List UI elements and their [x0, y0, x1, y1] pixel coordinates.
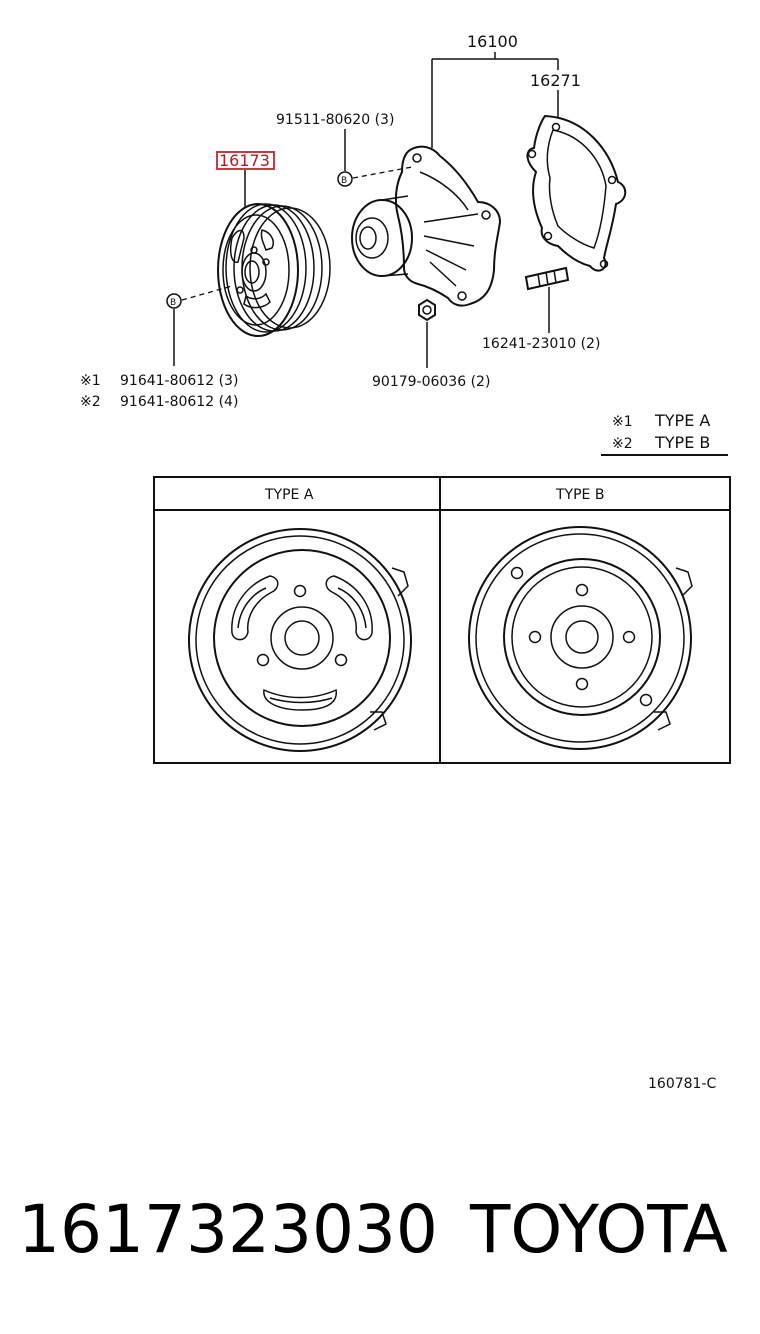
label-91641-80612-type-a: 91641-80612 (3) [120, 373, 238, 389]
label-16271: 16271 [530, 71, 581, 90]
pulley-16173: 16173 [216, 151, 331, 337]
circle-b-marker-pulley [166, 293, 182, 309]
circle-b-letter-top: B [341, 176, 347, 186]
pulley-type-b-front-view [468, 526, 693, 750]
circle-b-letter-pulley: B [170, 298, 176, 308]
diagram-code: 160781-C [648, 1076, 716, 1092]
table-header-type-b: TYPE B [555, 487, 604, 503]
water-pump-body [351, 145, 502, 307]
mark-1-row: ※1 [80, 373, 101, 389]
label-91511-80620: 91511-80620 (3) [276, 112, 394, 128]
label-91641-80612-type-b: 91641-80612 (4) [120, 394, 238, 410]
type-legend: ※1 TYPE A ※2 TYPE B [601, 411, 728, 456]
legend-mark-1: ※1 [612, 414, 633, 430]
bolt-callout-top: 91511-80620 (3) B [276, 112, 413, 187]
pulley-bolt-callout: B ※1 91641-80612 (3) ※2 91641-80612 (4) [80, 285, 238, 410]
legend-type-b: TYPE B [654, 433, 710, 452]
circle-b-marker-top [337, 171, 353, 187]
stud-16241: 16241-23010 (2) [482, 266, 600, 352]
pulley-type-a-front-view [188, 528, 412, 752]
label-16173-highlighted: 16173 [219, 151, 270, 170]
part-number: 1617323030 [18, 1191, 438, 1268]
legend-mark-2: ※2 [612, 436, 633, 452]
gasket-16271: 16271 [526, 71, 627, 272]
type-comparison-table: TYPE A TYPE B [153, 476, 731, 764]
brand-name: TOYOTA [470, 1191, 728, 1268]
mark-2-row: ※2 [80, 394, 101, 410]
legend-type-a: TYPE A [654, 411, 710, 430]
nut-90179: 90179-06036 (2) [372, 298, 490, 390]
label-90179-06036: 90179-06036 (2) [372, 374, 490, 390]
highlight-box [216, 151, 275, 170]
assembly-callout: 16100 [431, 32, 559, 148]
table-header-type-a: TYPE A [264, 487, 314, 503]
label-16241-23010: 16241-23010 (2) [482, 336, 600, 352]
label-16100: 16100 [467, 32, 518, 51]
